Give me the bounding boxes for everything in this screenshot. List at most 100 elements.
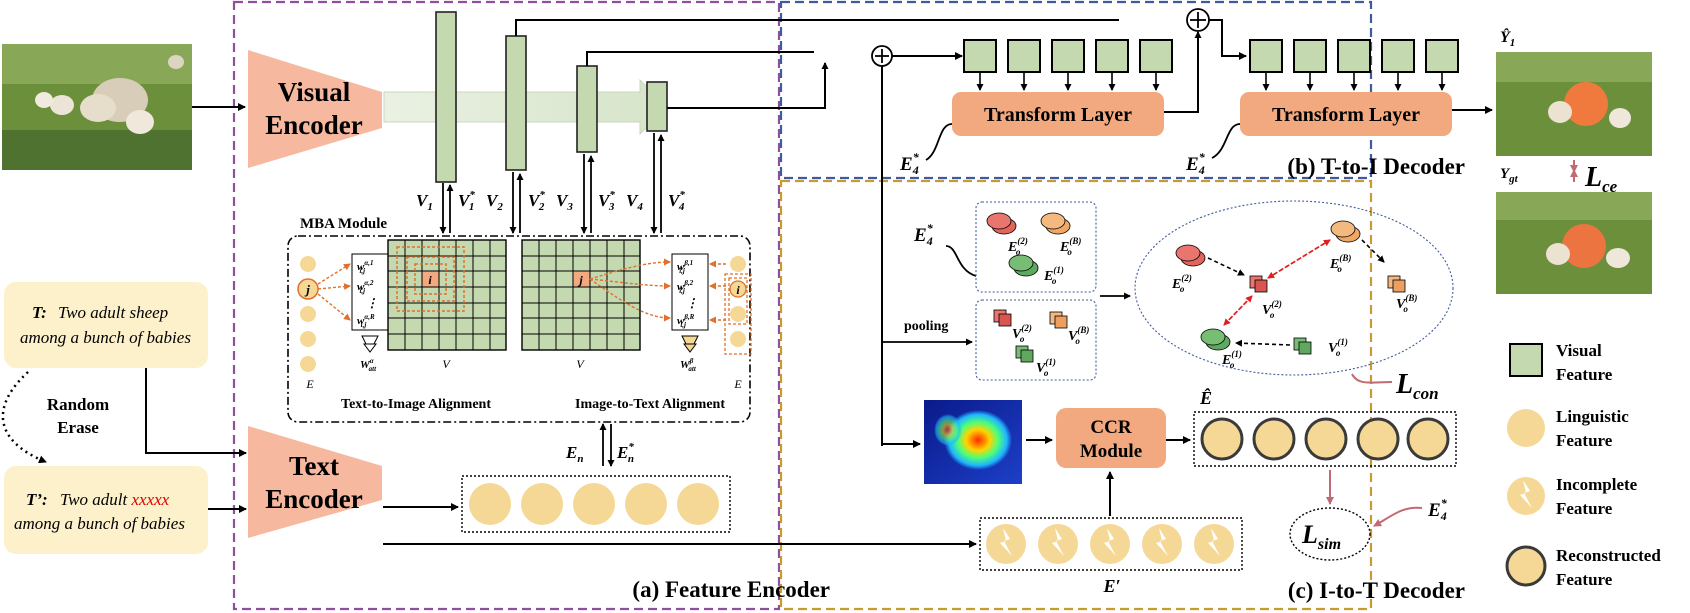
feature-mba-arrows [439,133,665,234]
w-alpha-r: w [357,315,365,327]
pooling-label: pooling [904,319,948,334]
eob-b: E [1329,257,1339,272]
legend-incomplete-line2: Feature [1556,499,1613,518]
output-image-pred: Ŷ1 [1496,27,1652,156]
visual-encoder-line2: Encoder [265,110,363,140]
svg-text:V(1)o: V(1)o [1328,337,1348,358]
svg-text:V*3: V*3 [598,189,615,213]
e4s-1: E [899,154,913,175]
svg-text:Ygt: Ygt [1500,166,1519,185]
eo1-b: E [1221,353,1231,368]
legend-linguistic-line2: Feature [1556,431,1613,450]
e-prime: E′ [1102,576,1120,596]
e4s-c: E [913,225,927,246]
reconstructed-features [1193,411,1457,467]
svg-text:E*4: E*4 [913,221,934,248]
label-en-star: E [616,443,628,462]
svg-text:V(2)o: V(2)o [1012,323,1032,344]
label-v1: V [416,191,429,210]
ygt: Y [1500,166,1511,182]
w-dots-right: ⋮ [686,296,698,310]
w-att-beta: W [680,359,691,371]
svg-text:Ŷ1: Ŷ1 [1500,27,1515,49]
label-v1-star: V [458,191,471,210]
tprime-text-line2: among a bunch of babies [14,514,185,533]
transform-layer-1 [952,92,1164,136]
e4s-c-b: E [1427,500,1441,521]
e4s-2: E [1185,154,1199,175]
svg-text:V3: V3 [556,191,573,213]
svg-text:wβ,Ri,j: wβ,Ri,j [677,313,695,329]
svg-text:V*2: V*2 [528,189,545,213]
label-v3: V [556,191,569,210]
legend-visual-line1: Visual [1556,341,1602,360]
eob-a: E [1059,240,1069,255]
lcon: L [1395,369,1413,400]
mba-e-right: E [733,377,742,391]
tprime-erased-word: xxxxx [130,490,169,509]
feature-v2 [505,35,527,171]
mba-j-right: j [577,273,583,287]
svg-text:E*n: E*n [616,441,634,465]
frame-t2i-decoder [779,0,1373,180]
w-alpha-2: w [357,281,365,293]
w-att-alpha: W [360,359,371,371]
svg-text:E*4: E*4 [1427,496,1448,523]
frame-feature-encoder [232,0,781,611]
random-erase: Random Erase [1,371,109,464]
feature-v1 [435,11,457,183]
svg-text:Lcon: Lcon [1395,369,1439,403]
label-v2-star: V [528,191,541,210]
output-image-gt [1496,192,1652,294]
mba-v-right: V [576,357,585,371]
text-encoder-line2: Encoder [265,484,363,514]
w-alpha-1: w [357,261,365,273]
eo2-a: E [1007,240,1017,255]
svg-text:V(1)o: V(1)o [1036,357,1056,378]
transform-layer-2 [1240,92,1452,136]
svg-text:Lce: Lce [1584,162,1618,196]
svg-text:V(B)o: V(B)o [1068,325,1089,346]
t2i-decoder: Transform Layer E*4 Transform Layer E*4 … [871,8,1493,446]
legend-incomplete-line1: Incomplete [1556,475,1638,494]
svg-text:V2: V2 [486,191,503,213]
legend-linguistic-line1: Linguistic [1556,407,1629,426]
mba-e-left: E [305,377,314,391]
y1-hat: Ŷ [1500,27,1511,46]
input-image [2,44,192,170]
legend-linguistic-swatch [1507,409,1545,447]
w-beta-r: w [677,315,685,327]
svg-text:E(1)o: E(1)o [1221,349,1242,370]
label-v2: V [486,191,499,210]
vo2-b: V [1262,303,1273,318]
w-dots-left: ⋮ [366,296,378,310]
legend-visual-swatch [1509,343,1543,377]
legend-reconstructed-line2: Feature [1556,570,1613,589]
tprime-label: T’: [26,490,48,509]
label-en: E [565,443,577,462]
mba-title: MBA Module [300,216,387,232]
label-v4: V [626,191,639,210]
svg-text:E(2)o: E(2)o [1007,236,1028,257]
t-label: T: [32,303,47,322]
mba-e-column-left [300,256,316,372]
t2i-tokens-2 [1249,39,1459,73]
svg-text:E*4: E*4 [1185,150,1206,177]
ccr-module [1056,408,1166,468]
mba-j-left: j [304,282,310,297]
text-t-box: T: Two adult sheep among a bunch of babi… [4,282,208,368]
linguistic-features [461,475,731,533]
svg-text:V1: V1 [416,191,433,213]
i2t-caption: Image-to-Text Alignment [575,397,725,412]
feature-v4 [646,81,668,132]
legend: Visual Feature Linguistic Feature Incomp… [1505,341,1661,589]
svg-text:Lsim: Lsim [1301,520,1341,553]
mba-grid-left: i V [387,239,507,371]
svg-text:E(B)o: E(B)o [1329,253,1351,274]
label-v3-star: V [598,191,611,210]
t2i-tokens-1 [963,39,1173,73]
section-c-title: (c) I-to-T Decoder [1288,578,1465,603]
svg-text:En: En [565,443,583,465]
